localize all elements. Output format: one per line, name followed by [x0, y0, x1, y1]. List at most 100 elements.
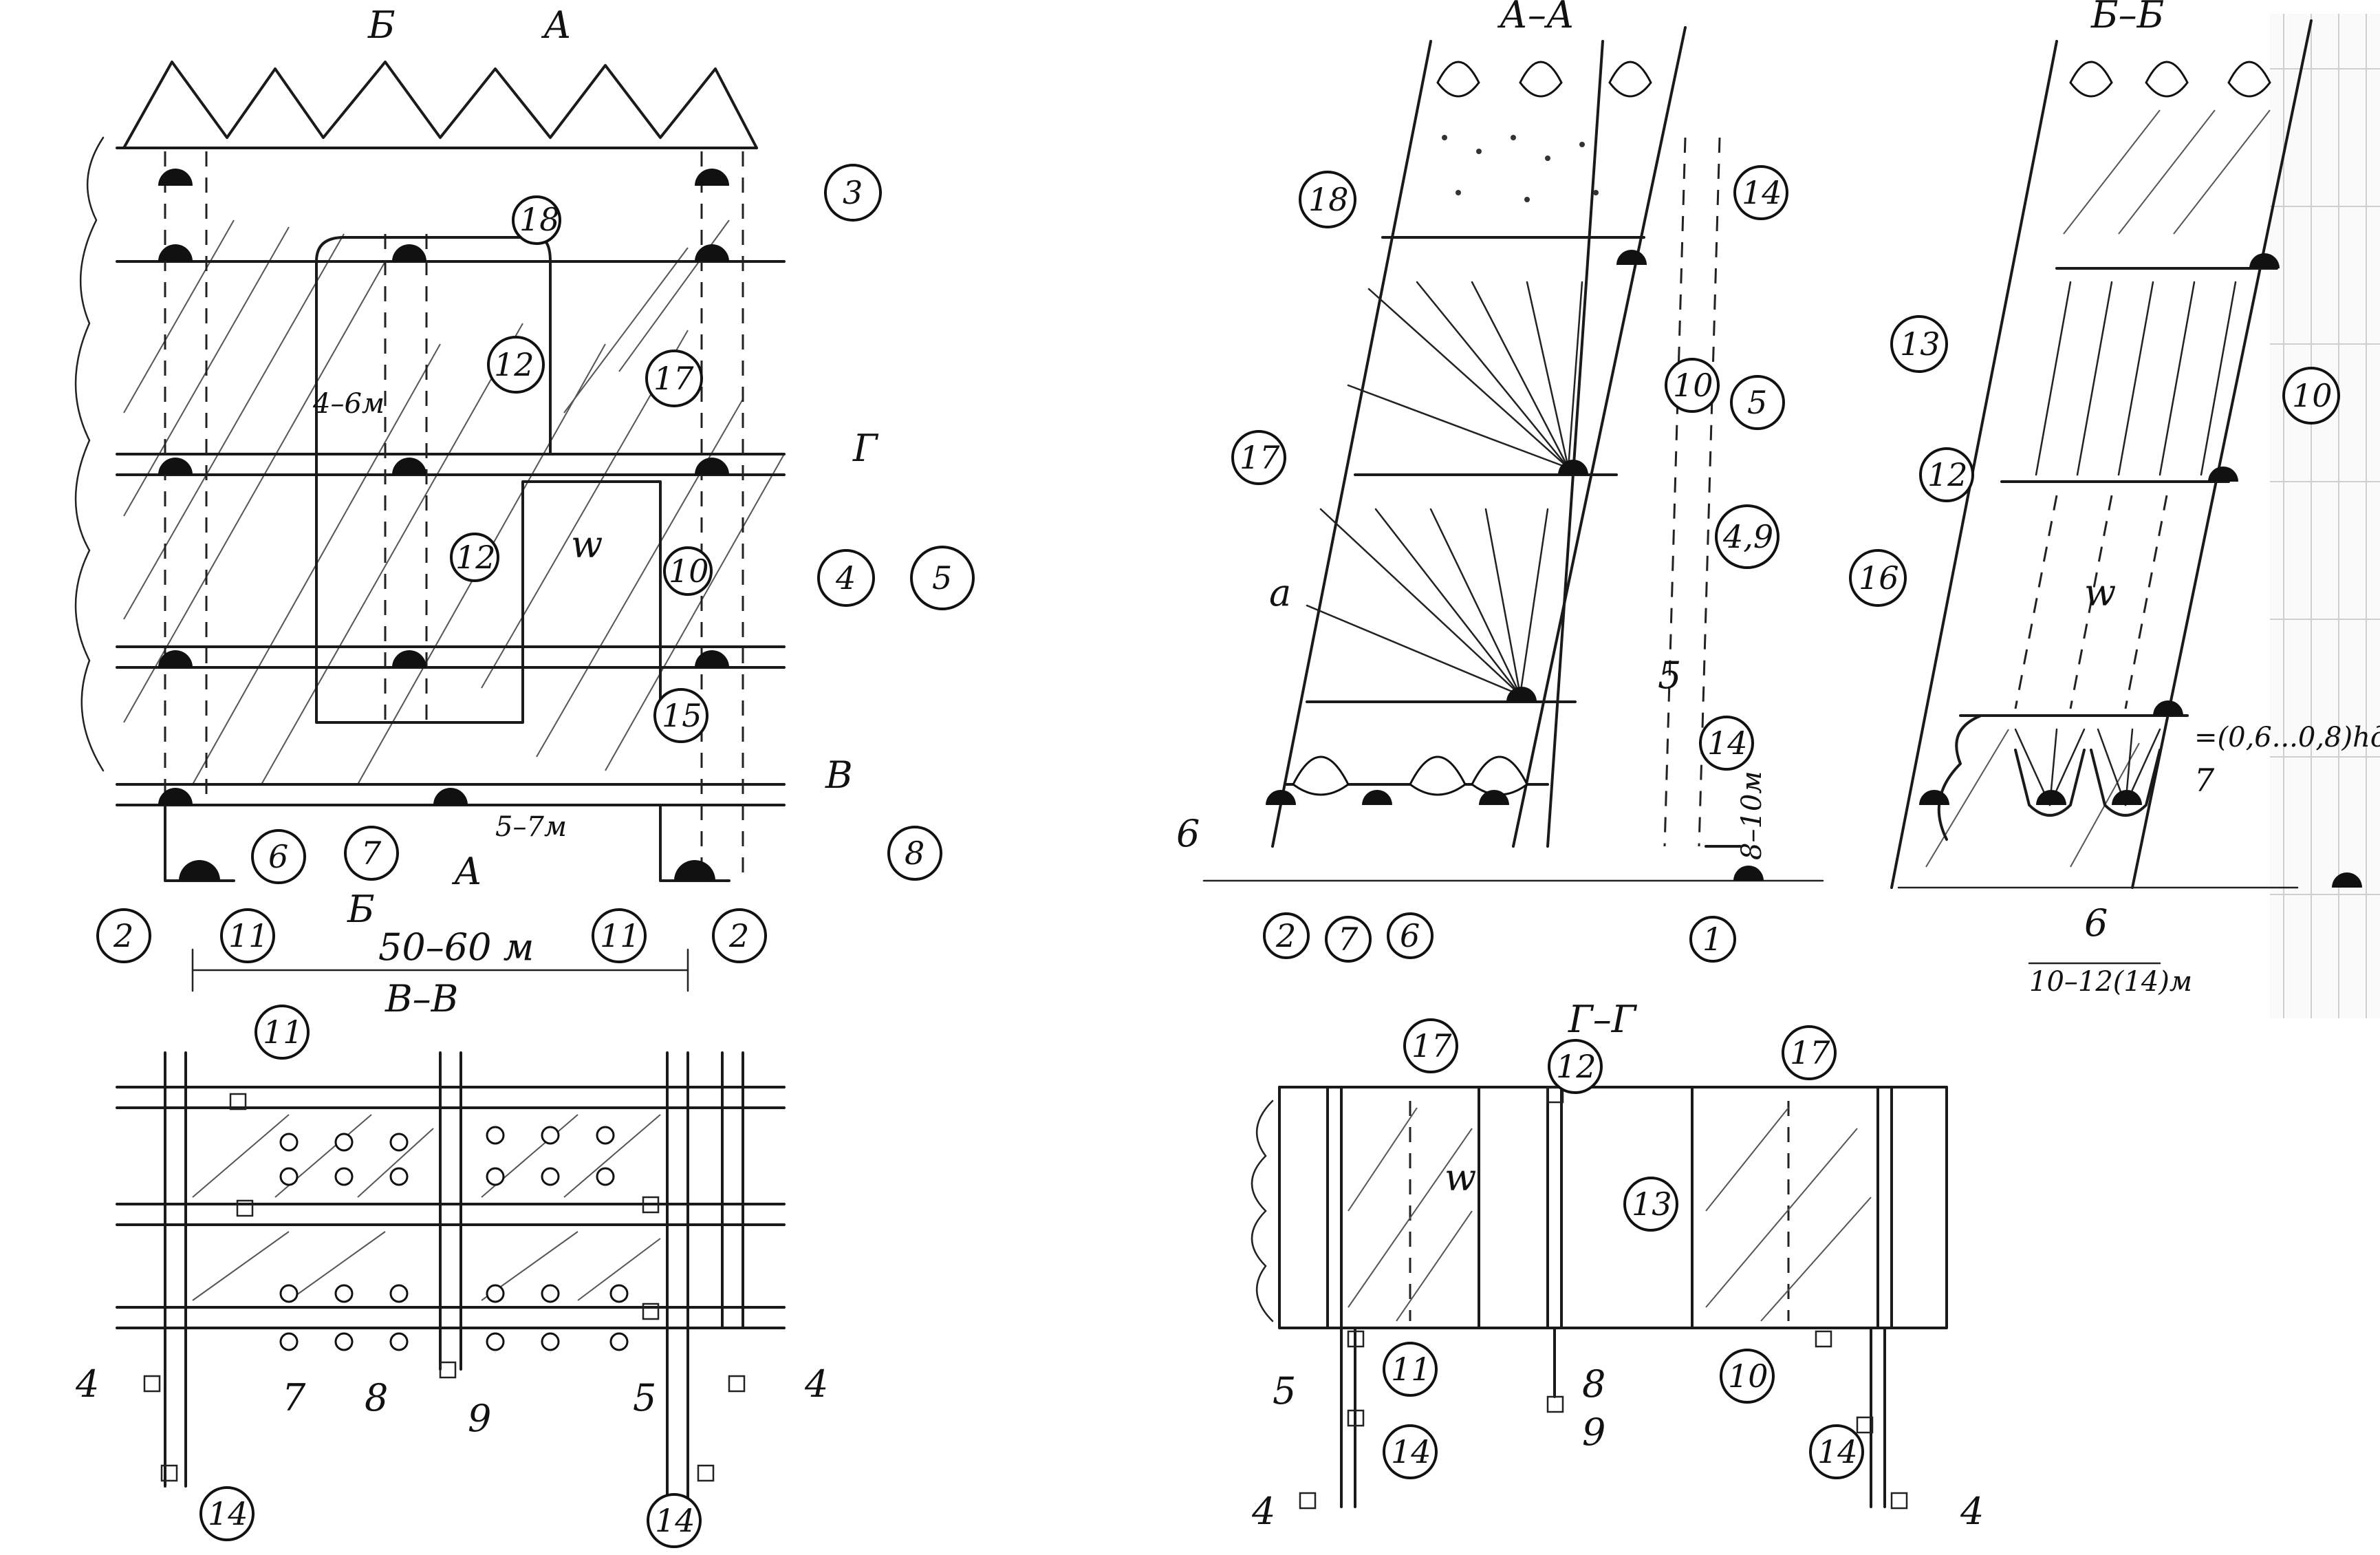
gg-left-wave [1251, 1100, 1274, 1322]
svg-text:14: 14 [1817, 1433, 1858, 1470]
plan-marker-g: Г [852, 427, 879, 470]
vv-holes [279, 1126, 629, 1351]
vv-boxes [143, 1093, 746, 1482]
svg-text:11: 11 [600, 917, 640, 954]
svg-text:11: 11 [263, 1014, 303, 1051]
gg-label-4-right: 4 [1960, 1490, 1984, 1533]
gg-label-9: 9 [1582, 1411, 1605, 1454]
svg-text:12: 12 [1927, 456, 1968, 493]
svg-text:5: 5 [1747, 384, 1767, 421]
gg-label-w: w [1445, 1156, 1476, 1199]
section-bb: Б–Б [1849, 0, 2380, 998]
vv-callouts: 11 14 14 [199, 1005, 702, 1548]
plan-marker-v: В [825, 753, 853, 797]
section-bb-title: Б–Б [2090, 0, 2164, 36]
plan-marker-b-bottom: Б [347, 888, 375, 931]
gg-label-8: 8 [1582, 1362, 1605, 1406]
svg-text:17: 17 [1411, 1027, 1452, 1064]
svg-text:11: 11 [1391, 1351, 1431, 1388]
bb-upper-holes [2035, 281, 2237, 476]
bb-hatch [1925, 109, 2271, 868]
svg-text:3: 3 [843, 174, 863, 211]
aa-blasthole-fan-upper [1347, 281, 1583, 469]
bb-label-6: 6 [2084, 901, 2108, 945]
gg-boxes [1299, 1086, 1908, 1510]
bb-pipe-symbols [1919, 253, 2362, 888]
bb-dimension-h: =(0,6...0,8)hд [2194, 722, 2380, 753]
plan-dimension-main: 50–60 м [378, 925, 534, 969]
plan-dimension-4-6: 4–6м [312, 388, 385, 420]
plan-callouts: 18 3 12 17 12 10 4 5 15 6 7 8 11 2 11 2 [96, 164, 975, 963]
section-vv: В–В [75, 977, 828, 1548]
bb-ore-lumps [2069, 61, 2271, 98]
svg-text:11: 11 [228, 917, 269, 954]
aa-ore-lumps [1292, 61, 1652, 796]
svg-text:12: 12 [494, 346, 534, 383]
svg-text:10: 10 [2292, 377, 2333, 414]
vv-label-9: 9 [468, 1397, 491, 1440]
gg-label-4-left: 4 [1251, 1490, 1275, 1533]
plan-view: 50–60 м 4–6м 5–7м w Б А Г В Б А [74, 3, 975, 992]
gg-callouts: 17 12 17 13 11 14 10 14 [1383, 1018, 1864, 1479]
bb-label-7: 7 [2194, 762, 2215, 799]
vv-hatch [192, 1114, 661, 1301]
bb-label-w: w [2084, 571, 2116, 614]
svg-text:14: 14 [1742, 174, 1782, 211]
svg-text:17: 17 [1790, 1034, 1830, 1071]
vv-label-8: 8 [365, 1376, 388, 1419]
svg-text:4: 4 [835, 559, 856, 597]
section-gg-title: Г–Г [1568, 998, 1638, 1041]
section-aa: А–А [1176, 0, 1824, 963]
svg-text:18: 18 [519, 201, 560, 238]
svg-text:1: 1 [1702, 921, 1722, 958]
svg-text:16: 16 [1859, 559, 1899, 597]
bb-dimension-w: 10–12(14)м [2029, 966, 2192, 998]
section-gg: Г–Г [1251, 998, 1984, 1533]
svg-text:15: 15 [662, 697, 702, 734]
plan-w-label: w [571, 523, 603, 566]
svg-text:2: 2 [728, 917, 749, 954]
svg-text:12: 12 [455, 539, 496, 576]
svg-text:6: 6 [268, 838, 288, 875]
svg-text:14: 14 [655, 1502, 695, 1539]
section-aa-title: А–А [1497, 0, 1575, 36]
aa-blasthole-fan-lower [1306, 508, 1549, 696]
vv-label-4-left: 4 [75, 1362, 99, 1406]
svg-text:12: 12 [1556, 1048, 1597, 1085]
svg-text:13: 13 [1632, 1186, 1672, 1223]
svg-text:17: 17 [1240, 439, 1280, 476]
vv-label-4-right: 4 [804, 1362, 828, 1406]
aa-label-6: 6 [1176, 812, 1200, 855]
svg-text:5: 5 [932, 559, 952, 597]
svg-text:2: 2 [113, 917, 133, 954]
plan-dimension-5-7: 5–7м [495, 811, 567, 843]
vv-label-5: 5 [633, 1376, 656, 1419]
bb-lower-holes [2014, 728, 2161, 806]
plan-marker-a-top: А [541, 3, 572, 47]
aa-callouts: 18 14 10 5 17 4,9 14 2 7 6 1 [1231, 165, 1788, 963]
plan-pipe-symbols [158, 169, 729, 881]
aa-dimension: 8–10м [1736, 771, 1768, 860]
svg-text:14: 14 [1391, 1433, 1431, 1470]
section-vv-title: В–В [385, 977, 458, 1020]
svg-text:10: 10 [1673, 367, 1713, 404]
svg-text:8: 8 [905, 835, 924, 872]
aa-label-5: 5 [1658, 654, 1681, 697]
graph-paper-strip [2270, 14, 2380, 1018]
svg-text:13: 13 [1900, 325, 1940, 363]
svg-text:17: 17 [653, 360, 694, 397]
plan-left-wave [74, 136, 105, 772]
aa-pipe-symbols [1266, 250, 1764, 881]
svg-text:14: 14 [1707, 725, 1748, 762]
plan-surface-teeth [122, 61, 758, 149]
svg-text:10: 10 [1728, 1358, 1768, 1395]
svg-text:14: 14 [208, 1495, 248, 1532]
vv-label-7: 7 [282, 1376, 306, 1419]
plan-marker-b-top: Б [367, 3, 396, 47]
svg-text:2: 2 [1275, 917, 1296, 954]
gg-label-5: 5 [1273, 1369, 1296, 1413]
aa-dots [1442, 135, 1599, 202]
svg-text:7: 7 [1338, 921, 1359, 958]
svg-text:18: 18 [1308, 181, 1349, 218]
